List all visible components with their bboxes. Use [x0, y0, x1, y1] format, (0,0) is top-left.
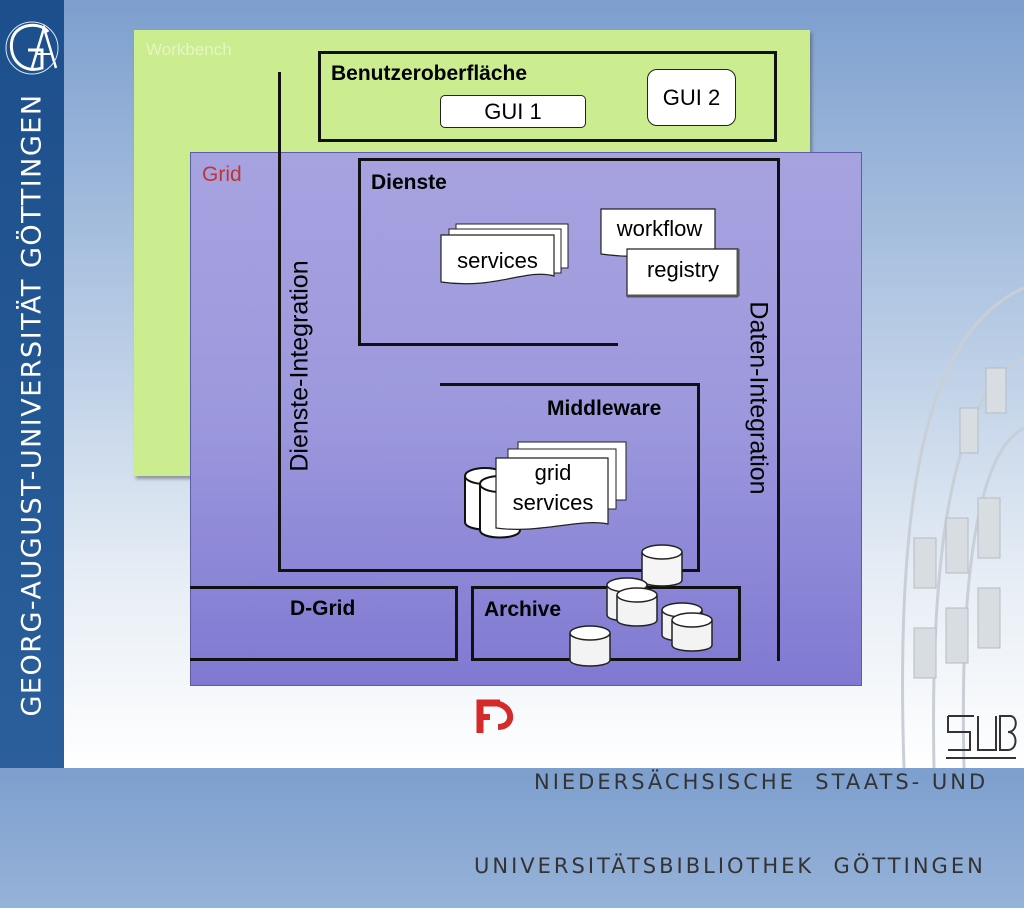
d-grid-box: [190, 586, 458, 661]
university-name: GEORG-AUGUST-UNIVERSITÄT GÖTTINGEN: [16, 93, 48, 717]
dienste-integration-label: Dienste-Integration: [285, 260, 314, 472]
library-name: NIEDERSÄCHSISCHE STAATS- UND UNIVERSITÄT…: [474, 712, 989, 908]
library-name-line2: UNIVERSITÄTSBIBLIOTHEK GÖTTINGEN: [474, 854, 986, 878]
daten-integration-line: [777, 158, 780, 661]
gui-2-box: GUI 2: [647, 69, 736, 126]
university-monogram-logo: [5, 21, 59, 75]
dienste-box-top: [358, 158, 780, 161]
library-name-line1: NIEDERSÄCHSISCHE STAATS- UND: [534, 770, 989, 794]
benutzeroberflaeche-box: [318, 51, 777, 142]
dienste-box-left: [358, 158, 361, 346]
workflow-label: workflow: [616, 216, 703, 241]
d-grid-label: D-Grid: [290, 597, 356, 620]
library-f-logo: [476, 699, 514, 733]
dienste-label: Dienste: [371, 171, 447, 194]
daten-integration-label: Daten-Integration: [744, 301, 773, 495]
library-building-illustration: [901, 286, 1024, 768]
middleware-label: Middleware: [547, 397, 662, 420]
grid-services-label-line1: grid: [534, 460, 572, 485]
university-sidebar: GEORG-AUGUST-UNIVERSITÄT GÖTTINGEN: [0, 0, 64, 768]
dienste-integration-line-bottom: [278, 569, 698, 572]
services-label: services: [457, 248, 538, 273]
workflow-registry-documents: [600, 208, 740, 298]
grid-services-label: grid services: [498, 458, 608, 518]
workbench-label: Workbench: [146, 40, 232, 59]
archive-label: Archive: [484, 598, 562, 621]
grid-services-label-line2: services: [512, 490, 594, 515]
dienste-integration-line-vertical: [278, 72, 281, 572]
grid-label: Grid: [202, 163, 242, 186]
grid-services-stack: [464, 441, 627, 539]
benutzeroberflaeche-label: Benutzeroberfläche: [331, 62, 528, 85]
sub-logo: [946, 715, 1017, 759]
middleware-box-top: [440, 383, 700, 386]
dienste-box-bottom: [358, 343, 618, 346]
services-document-stack: [440, 223, 569, 285]
registry-label: registry: [646, 257, 720, 282]
middleware-box-right: [697, 383, 700, 572]
archive-storage-cylinders: [569, 544, 713, 667]
gui-1-box: GUI 1: [440, 95, 586, 128]
